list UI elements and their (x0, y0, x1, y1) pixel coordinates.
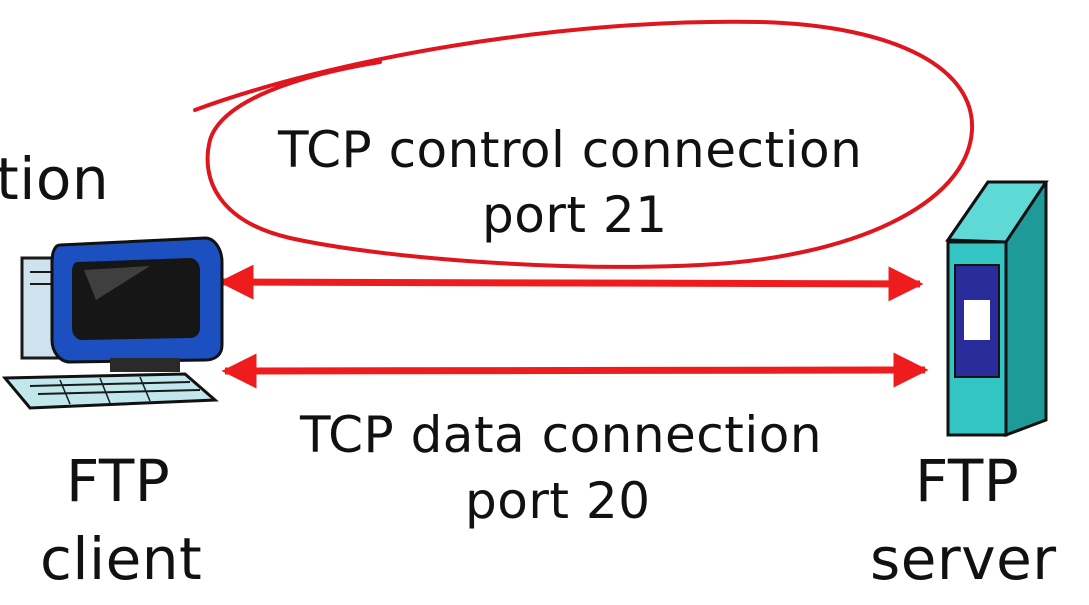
client-label-role: client (40, 525, 203, 593)
server-label-protocol: FTP (915, 447, 1020, 515)
data-connection-label: TCP data connection (300, 406, 823, 464)
data-connection-arrow (221, 352, 929, 389)
control-connection-label: TCP control connection (278, 121, 863, 179)
client-label-protocol: FTP (66, 447, 171, 515)
control-connection-arrow (218, 264, 924, 302)
server-tower-icon (945, 180, 1049, 438)
desktop-computer-icon (1, 236, 224, 410)
annotation-circle (193, 19, 975, 269)
data-connection-port: port 20 (465, 472, 651, 530)
slide-title-fragment: tion (0, 145, 110, 213)
control-connection-port: port 21 (482, 186, 668, 244)
server-label-role: server (870, 525, 1057, 593)
